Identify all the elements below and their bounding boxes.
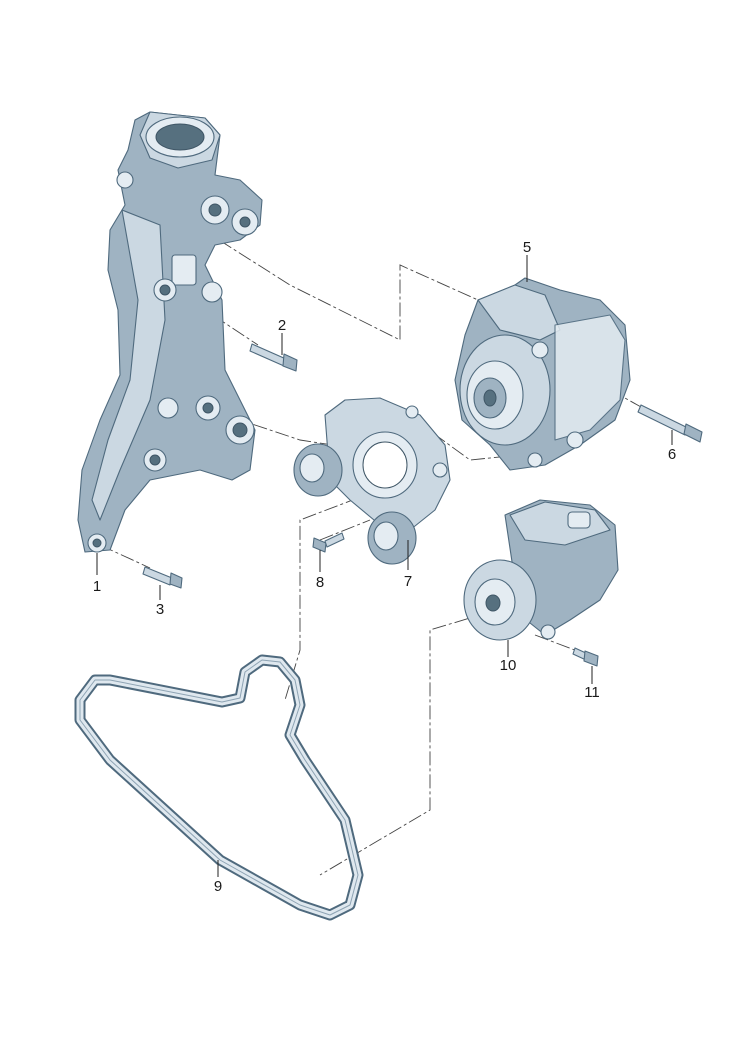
bolt-11: [572, 647, 599, 667]
alternator: [454, 277, 631, 471]
callout-11: 11: [584, 684, 600, 701]
bolt-6: [637, 404, 703, 443]
callout-5: 5: [523, 239, 531, 256]
callout-1: 1: [93, 578, 101, 595]
bolt-3: [142, 566, 183, 589]
callout-8: 8: [316, 574, 324, 591]
bolt-8: [312, 532, 345, 553]
engine-bracket: [77, 111, 263, 553]
callout-labels: 1 2 3 5 6 7 8 9 10 11: [93, 239, 676, 895]
callout-3: 3: [156, 601, 164, 618]
callout-2: 2: [278, 317, 286, 334]
ac-compressor: [463, 499, 619, 641]
bolt-2: [249, 343, 298, 372]
callout-7: 7: [404, 573, 412, 590]
callout-10: 10: [500, 657, 517, 674]
belt-tensioner: [293, 397, 451, 565]
drive-belt: [74, 654, 364, 921]
callout-6: 6: [668, 446, 676, 463]
leader-lines: [96, 255, 673, 877]
callout-9: 9: [214, 878, 222, 895]
